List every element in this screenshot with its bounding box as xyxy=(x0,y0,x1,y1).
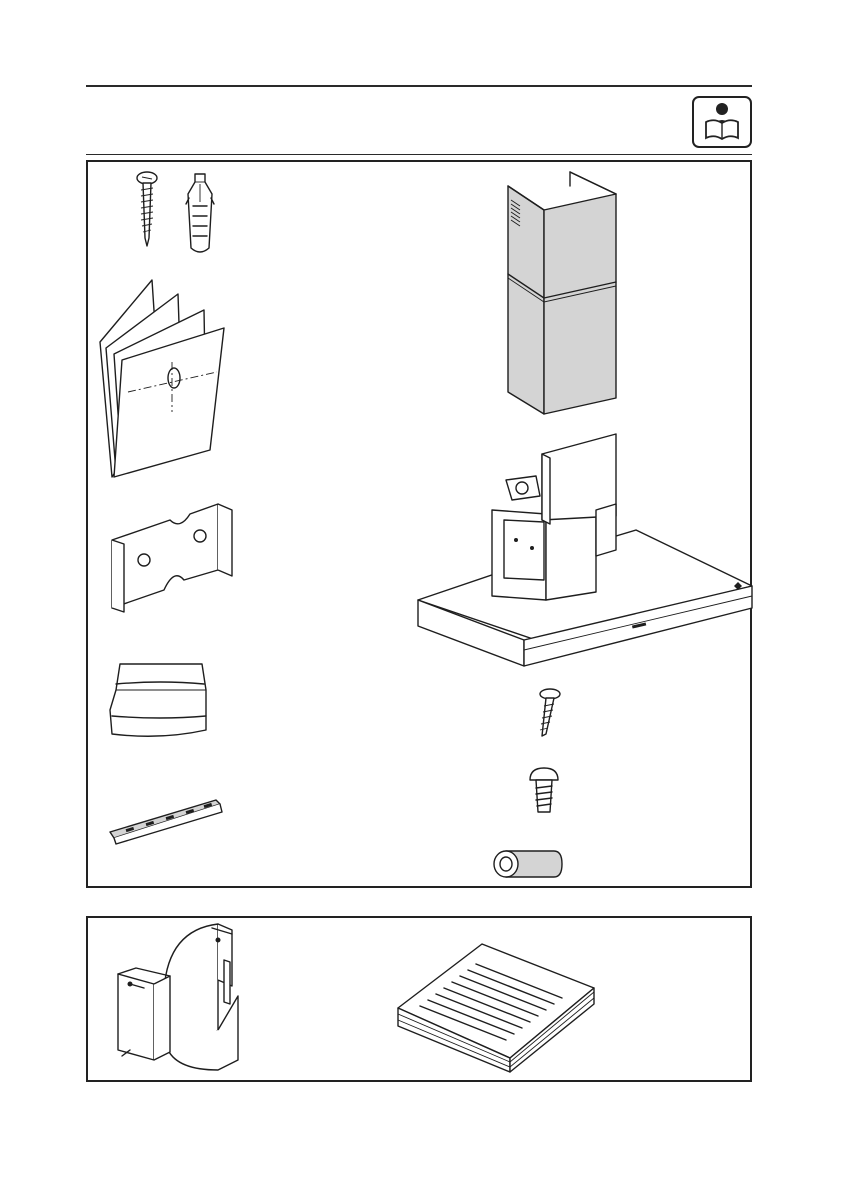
adapter-icon xyxy=(106,660,216,740)
header-top-rule xyxy=(86,85,752,87)
spacer-icon xyxy=(490,848,566,880)
hood-icon xyxy=(416,430,756,672)
screw-icon xyxy=(130,170,164,250)
rail-icon xyxy=(106,790,226,846)
filter-icon xyxy=(394,940,600,1076)
long-screw-icon xyxy=(532,688,566,740)
bracket-icon xyxy=(108,500,240,620)
wall-plug-icon xyxy=(182,172,218,256)
read-instructions-icon xyxy=(692,96,752,148)
deflector-icon xyxy=(108,920,248,1076)
header-bottom-rule xyxy=(86,154,752,155)
chimney-icon xyxy=(498,166,622,422)
short-screw-icon xyxy=(526,766,562,816)
drilling-template-icon xyxy=(92,272,232,482)
